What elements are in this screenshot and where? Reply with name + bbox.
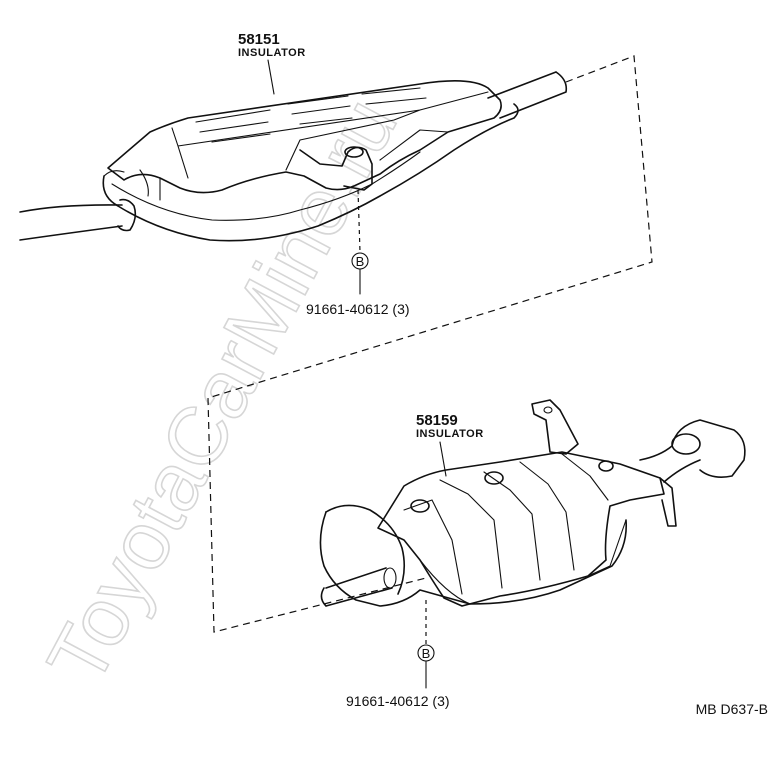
upper-insulator-ridge: [171, 91, 489, 179]
upper-bolt-boss: [344, 146, 364, 158]
lower-insulator-edge: [419, 519, 627, 605]
upper-exhaust-assembly: [19, 71, 568, 242]
lower-inlet-pipe: [320, 567, 393, 607]
lower-tail-pipe: [639, 419, 746, 483]
lower-muffler-body: [319, 511, 628, 607]
lower-part-number: 58159: [416, 412, 458, 429]
upper-insulator-plate: [107, 80, 502, 194]
upper-insulator-edge: [111, 129, 449, 221]
lower-part-leader: [439, 441, 447, 477]
lower-part-name: INSULATOR: [416, 428, 484, 440]
watermark: ToyotaCarMine.ru: [31, 84, 415, 698]
lower-fastener-part-number: 91661-40612 (3): [346, 693, 450, 709]
lower-tail-pipe-end: [671, 433, 701, 455]
upper-pipe-flange: [117, 198, 137, 232]
upper-insulator-wrap: [103, 169, 161, 201]
upper-insulator-slots: [195, 87, 427, 143]
lower-insulator-ribs: [403, 453, 609, 595]
upper-part-number: 58151: [238, 31, 280, 48]
lower-fastener-marker: B: [422, 646, 431, 661]
lower-inlet-pipe-end: [383, 567, 397, 589]
upper-fastener-part-number: 91661-40612 (3): [306, 301, 410, 317]
upper-muffler-body: [102, 103, 519, 242]
lower-bracket-hole: [543, 406, 553, 414]
lower-muffler-left-end: [325, 504, 406, 595]
diagram-code: MB D637-B: [696, 701, 768, 717]
lower-bolt-boss-3: [598, 460, 614, 472]
lower-mounting-bracket: [531, 399, 677, 527]
assembly-connection-frame: [207, 55, 653, 633]
upper-part-leader: [267, 59, 275, 95]
lower-exhaust-assembly: [319, 399, 746, 607]
upper-part-name: INSULATOR: [238, 47, 306, 59]
lower-bolt-boss-2: [484, 471, 504, 485]
upper-fastener-leader-dashed: [357, 189, 361, 253]
lower-bolt-boss-1: [410, 499, 430, 513]
upper-fastener-marker: B: [356, 254, 365, 269]
lower-insulator-plate: [377, 451, 665, 607]
upper-pipe-right: [487, 71, 568, 119]
upper-pipe-left: [19, 204, 123, 241]
